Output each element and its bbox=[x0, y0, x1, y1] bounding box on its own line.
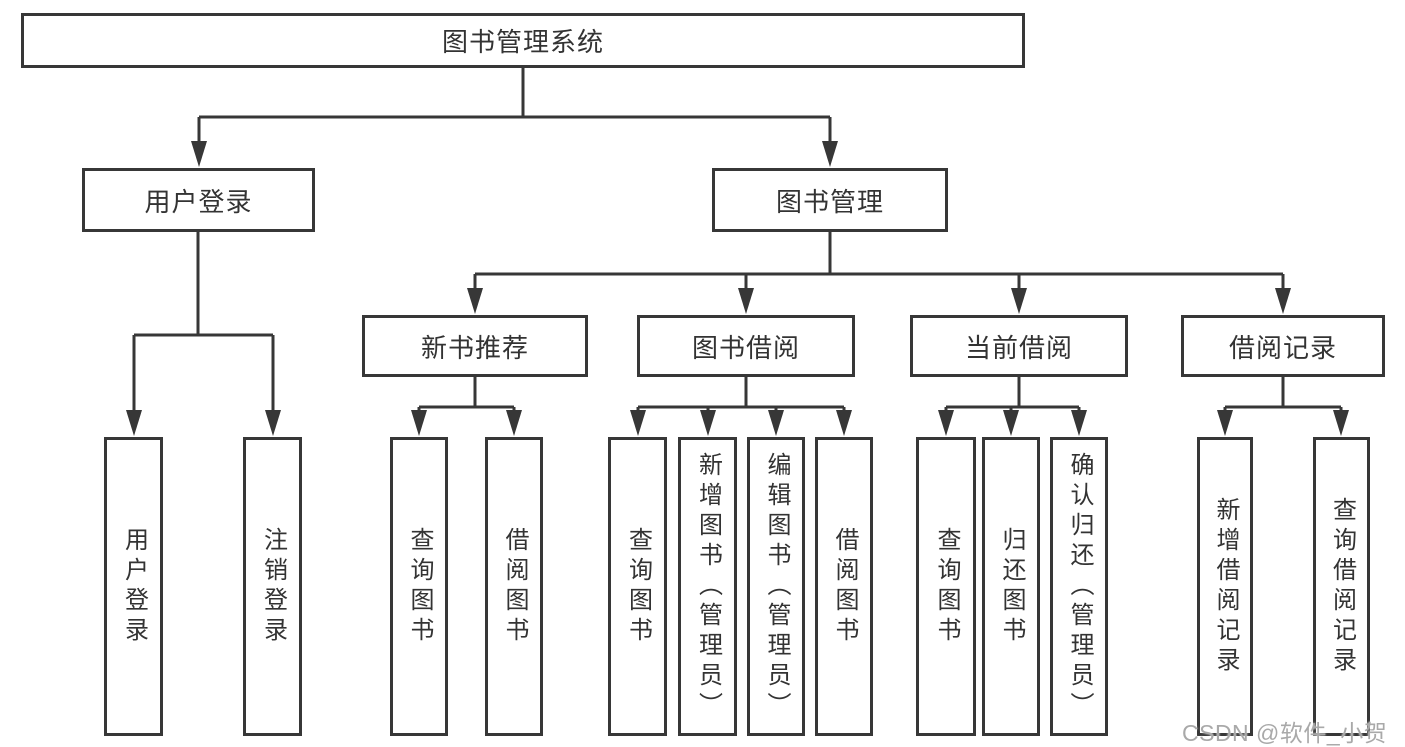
connector-user-login bbox=[126, 232, 281, 436]
node-leaf-return-books-label: 归还图书 bbox=[998, 526, 1025, 647]
node-leaf-query-books-borrowing-label: 查询图书 bbox=[624, 526, 652, 647]
node-leaf-edit-book-admin-label: 编辑图书（管理员） bbox=[763, 451, 790, 722]
node-current-borrowing: 当前借阅 bbox=[910, 315, 1128, 377]
node-leaf-confirm-return-admin-label: 确认归还（管理员） bbox=[1066, 451, 1093, 722]
node-leaf-borrow-books: 借阅图书 bbox=[815, 437, 873, 736]
node-book-management-label: 图书管理 bbox=[775, 186, 884, 217]
node-leaf-add-book-admin: 新增图书（管理员） bbox=[678, 437, 737, 736]
node-leaf-borrow-books-label: 借阅图书 bbox=[831, 526, 858, 647]
node-leaf-query-books-current-label: 查询图书 bbox=[933, 526, 960, 647]
node-leaf-query-books-recommend-label: 查询图书 bbox=[406, 526, 433, 647]
node-borrowing-records: 借阅记录 bbox=[1181, 315, 1385, 377]
node-new-book-recommendation: 新书推荐 bbox=[362, 315, 588, 377]
node-leaf-borrow-books-recommend-label: 借阅图书 bbox=[501, 526, 528, 647]
csdn-watermark: CSDN @软件_小贺同学 bbox=[1182, 720, 1388, 746]
node-leaf-query-books-borrowing: 查询图书 bbox=[608, 437, 667, 736]
connector-new-book-recommendation bbox=[411, 377, 522, 436]
node-book-management: 图书管理 bbox=[712, 168, 948, 232]
node-leaf-user-login: 用户登录 bbox=[104, 437, 163, 736]
connector-book-management bbox=[467, 232, 1291, 314]
connector-borrowing-records bbox=[1217, 377, 1349, 436]
node-borrowing-records-label: 借阅记录 bbox=[1228, 332, 1337, 363]
node-user-login: 用户登录 bbox=[82, 168, 315, 232]
connector-root bbox=[191, 68, 838, 167]
node-leaf-query-borrow-record: 查询借阅记录 bbox=[1313, 437, 1370, 736]
node-leaf-add-book-admin-label: 新增图书（管理员） bbox=[694, 451, 722, 722]
node-leaf-query-borrow-record-label: 查询借阅记录 bbox=[1328, 496, 1356, 677]
node-current-borrowing-label: 当前借阅 bbox=[964, 332, 1073, 363]
node-leaf-logout: 注销登录 bbox=[243, 437, 302, 736]
node-leaf-logout-label: 注销登录 bbox=[259, 526, 287, 647]
node-leaf-borrow-books-recommend: 借阅图书 bbox=[485, 437, 543, 736]
connector-book-borrowing bbox=[630, 377, 852, 436]
node-leaf-add-borrow-record: 新增借阅记录 bbox=[1197, 437, 1253, 736]
node-root-label: 图书管理系统 bbox=[441, 27, 604, 57]
node-leaf-confirm-return-admin: 确认归还（管理员） bbox=[1050, 437, 1108, 736]
node-leaf-edit-book-admin: 编辑图书（管理员） bbox=[747, 437, 805, 736]
node-leaf-query-books-current: 查询图书 bbox=[916, 437, 976, 736]
node-book-borrowing-label: 图书借阅 bbox=[691, 332, 800, 363]
node-leaf-query-books-recommend: 查询图书 bbox=[390, 437, 448, 736]
node-leaf-return-books: 归还图书 bbox=[982, 437, 1040, 736]
node-book-borrowing: 图书借阅 bbox=[637, 315, 855, 377]
node-leaf-user-login-label: 用户登录 bbox=[120, 526, 148, 647]
connector-current-borrowing bbox=[938, 377, 1087, 436]
node-new-book-recommendation-label: 新书推荐 bbox=[420, 332, 529, 363]
node-leaf-add-borrow-record-label: 新增借阅记录 bbox=[1212, 496, 1239, 677]
node-root: 图书管理系统 bbox=[21, 13, 1025, 68]
node-user-login-label: 用户登录 bbox=[144, 186, 253, 217]
